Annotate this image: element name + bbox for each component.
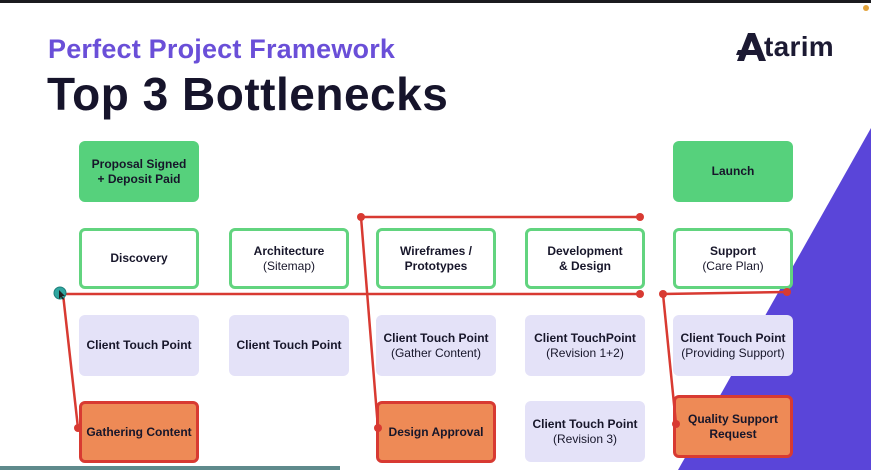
arrow-cursor-icon — [59, 290, 65, 300]
annotation-dot — [374, 424, 382, 432]
phase-support: Support (Care Plan) — [673, 228, 793, 289]
milestone-line-2: + Deposit Paid — [97, 171, 181, 186]
touch-point-sublabel: (Revision 3) — [552, 431, 618, 446]
phase-label: Development — [547, 243, 623, 258]
touch-point-revision-3: Client Touch Point (Revision 3) — [525, 401, 645, 462]
touch-point-label: Client Touch Point — [86, 338, 192, 352]
progress-strip — [0, 466, 340, 470]
touch-point-label: Client Touch Point — [236, 338, 342, 352]
bottleneck-label: Design Approval — [388, 424, 484, 439]
milestone-proposal-signed: Proposal Signed + Deposit Paid — [79, 141, 199, 202]
annotation-dot — [636, 213, 644, 221]
touch-point-sublabel: (Gather Content) — [390, 345, 482, 360]
phase-discovery: Discovery — [79, 228, 199, 289]
atarim-a-icon — [736, 33, 766, 61]
slide-title: Top 3 Bottlenecks — [47, 68, 449, 120]
touch-point-revision-1-2: Client TouchPoint (Revision 1+2) — [525, 315, 645, 376]
window-top-bar — [0, 0, 871, 3]
presentation-slide: Perfect Project Framework Top 3 Bottlene… — [0, 3, 871, 470]
milestone-label: Launch — [711, 164, 755, 178]
annotation-line-design — [359, 215, 642, 430]
annotation-dot — [636, 290, 644, 298]
touch-point-sublabel: (Providing Support) — [681, 345, 785, 360]
recording-indicator — [863, 5, 869, 11]
phase-architecture: Architecture (Sitemap) — [229, 228, 349, 289]
touch-point-sublabel: (Revision 1+2) — [546, 345, 624, 360]
phase-label: Wireframes / — [400, 243, 472, 258]
bottleneck-label: Gathering Content — [86, 424, 192, 439]
phase-label: Support — [710, 243, 756, 258]
phase-label-2: & Design — [558, 258, 611, 273]
touch-point-label: Client Touch Point — [383, 330, 489, 345]
annotation-overlay — [53, 213, 791, 432]
annotation-line-support — [661, 290, 789, 426]
milestone-line-1: Proposal Signed — [91, 156, 187, 171]
annotation-dot — [672, 420, 680, 428]
touch-point-label: Client Touch Point — [532, 416, 638, 431]
touch-point-architecture: Client Touch Point — [229, 315, 349, 376]
slide-eyebrow: Perfect Project Framework — [48, 34, 396, 64]
phase-label: Architecture — [253, 243, 325, 258]
annotation-dot — [783, 288, 791, 296]
annotation-dot — [357, 213, 365, 221]
touch-point-discovery: Client Touch Point — [79, 315, 199, 376]
phase-development: Development & Design — [525, 228, 645, 289]
phase-label-2: Prototypes — [404, 258, 468, 273]
phase-sublabel: (Sitemap) — [262, 258, 315, 273]
milestone-launch: Launch — [673, 141, 793, 202]
logo-text: tarim — [764, 31, 834, 62]
phase-label: Discovery — [110, 251, 168, 265]
touch-point-gather-content: Client Touch Point (Gather Content) — [376, 315, 496, 376]
phase-sublabel: (Care Plan) — [702, 258, 764, 273]
purple-corner-shape — [678, 128, 871, 470]
annotation-line-gathering — [61, 292, 642, 430]
touch-point-label: Client Touch Point — [680, 330, 786, 345]
touch-point-providing-support: Client Touch Point (Providing Support) — [673, 315, 793, 376]
bottleneck-gathering-content: Gathering Content — [79, 401, 199, 463]
bottleneck-label-2: Request — [709, 426, 757, 441]
bottleneck-design-approval: Design Approval — [376, 401, 496, 463]
phase-wireframes: Wireframes / Prototypes — [376, 228, 496, 289]
bottleneck-label: Quality Support — [688, 411, 778, 426]
annotation-dot — [74, 424, 82, 432]
annotation-dot — [659, 290, 667, 298]
touch-point-label: Client TouchPoint — [534, 330, 636, 345]
